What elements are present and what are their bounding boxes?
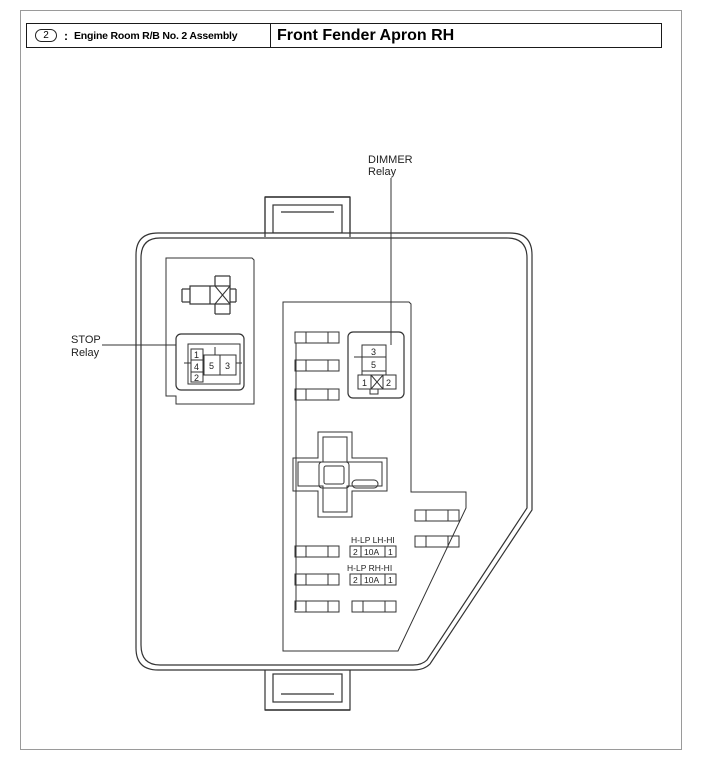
h-lp-rh-hi-pin-right: 1 [388,575,393,585]
h-lp-rh-hi-rating: 10A [364,575,379,585]
bottom-latch [264,667,351,711]
top-latch-overlay [264,197,351,237]
location-title: Front Fender Apron RH [277,26,455,44]
stop-relay-pin-4: 4 [194,362,199,372]
header-bar: 2 : Engine Room R/B No. 2 Assembly Front… [26,23,662,48]
stop-relay-pin-3: 3 [225,361,230,371]
h-lp-rh-hi-pin-left: 2 [353,575,358,585]
dimmer-relay-pin-2: 2 [386,378,391,388]
header-right-cell: Front Fender Apron RH [271,24,661,47]
dimmer-relay [347,331,405,399]
housing-outline [135,232,533,671]
header-left-cell: 2 : Engine Room R/B No. 2 Assembly [27,24,271,47]
dimmer-relay-label-line2: Relay [368,166,397,178]
top-latch [264,196,351,238]
callout-number-badge: 2 [35,29,57,42]
h-lp-lh-hi-fuse [349,545,397,558]
dimmer-relay-pin-1: 1 [362,378,367,388]
upper-relay-socket [181,275,237,315]
stop-relay [175,333,245,391]
h-lp-rh-hi-fuse [349,573,397,586]
dimmer-relay-pin-3: 3 [371,347,376,357]
header-separator: : [64,28,68,43]
stop-relay-pin-5: 5 [209,361,214,371]
stop-relay-pin-1: 1 [194,350,199,360]
dimmer-relay-pin-5: 5 [371,360,376,370]
stop-relay-label-line2: Relay [71,347,100,359]
page-frame [20,10,682,750]
dimmer-relay-label-line1: DIMMER [368,154,413,166]
center-relay-socket [292,431,388,518]
h-lp-lh-hi-pin-right: 1 [388,547,393,557]
h-lp-lh-hi-rating: 10A [364,547,379,557]
assembly-name: Engine Room R/B No. 2 Assembly [74,29,238,42]
h-lp-rh-hi-label: H-LP RH-HI [347,563,392,573]
side-fuses [414,509,460,548]
stop-relay-label-line1: STOP [71,334,101,346]
stop-relay-panel [165,257,255,405]
h-lp-lh-hi-label: H-LP LH-HI [351,535,395,545]
h-lp-lh-hi-pin-left: 2 [353,547,358,557]
stop-relay-pin-2: 2 [194,373,199,383]
housing-inner-outline [140,237,528,666]
fuse-column [294,331,397,613]
right-panel [282,301,467,652]
